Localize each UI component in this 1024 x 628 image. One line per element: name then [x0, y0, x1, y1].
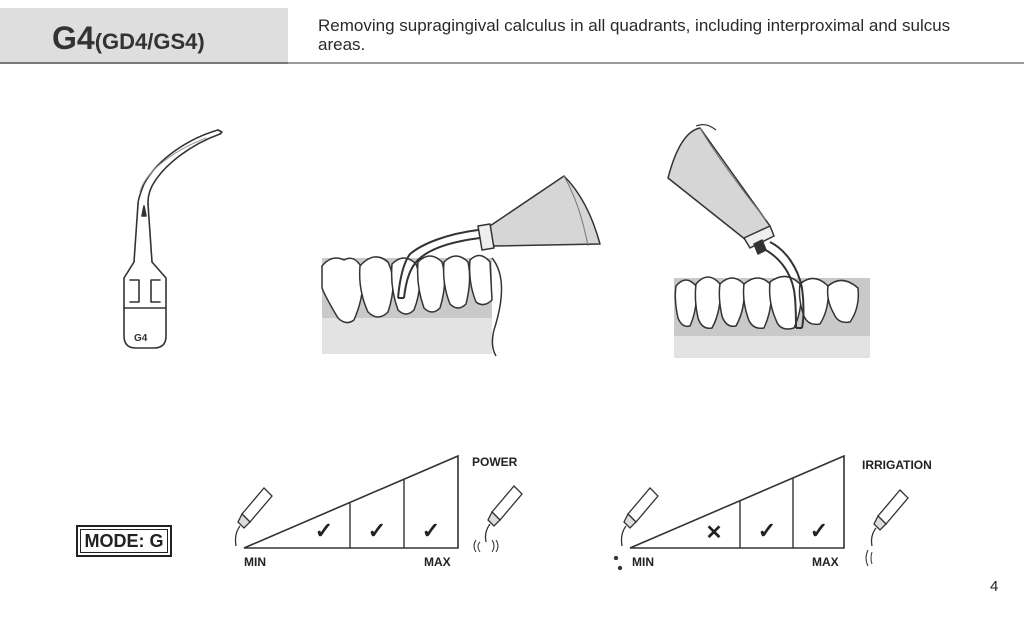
tip-illustration: G4: [123, 129, 223, 349]
title-sub: (GD4/GS4): [94, 29, 205, 54]
title-main: G4: [52, 20, 95, 56]
header-rule: [288, 62, 1024, 64]
power-label: POWER: [472, 455, 518, 469]
handpiece-max-irrigation-icon: [865, 489, 909, 567]
power-mark-2: ✓: [368, 518, 386, 543]
irrigation-max-label: MAX: [812, 555, 839, 569]
title-box: G4(GD4/GS4): [0, 8, 288, 64]
handpiece-min-icon: [234, 487, 273, 547]
irrigation-mark-2: ✓: [758, 518, 776, 543]
power-mark-1: ✓: [315, 518, 333, 543]
page-title: G4(GD4/GS4): [52, 20, 205, 57]
irrigation-mark-3: ✓: [810, 518, 828, 543]
handpiece-max-icon: [473, 485, 523, 553]
handpiece-min-irrigation-icon: [613, 487, 659, 571]
page-number: 4: [990, 578, 999, 595]
power-max-label: MAX: [424, 555, 451, 569]
irrigation-scale: ✕ ✓ ✓ MIN MAX IRRIGATION: [613, 454, 932, 571]
handpiece-lower-teeth-illustration: [321, 175, 601, 357]
power-mark-3: ✓: [422, 518, 440, 543]
mode-label: MODE: G: [76, 525, 172, 557]
description-text: Removing supragingival calculus in all q…: [318, 16, 951, 54]
handpiece-upper-teeth-illustration: [667, 124, 870, 358]
power-scale: ✓ ✓ ✓ MIN MAX POWER: [234, 454, 523, 569]
power-min-label: MIN: [244, 555, 266, 569]
irrigation-mark-1: ✕: [706, 522, 723, 544]
irrigation-label: IRRIGATION: [862, 458, 932, 472]
header: G4(GD4/GS4) Removing supragingival calcu…: [0, 8, 1024, 64]
irrigation-min-label: MIN: [632, 555, 654, 569]
tip-label: G4: [134, 333, 148, 344]
